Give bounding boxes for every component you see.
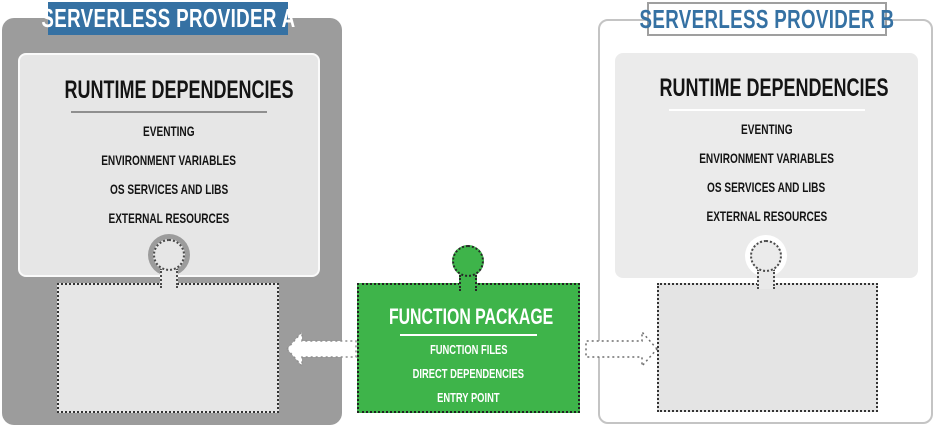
provider-a-title: SERVERLESS PROVIDER A: [40, 3, 296, 33]
runtime-dependency-item: OS SERVICES AND LIBS: [109, 181, 229, 197]
title-underline: [668, 109, 865, 111]
runtime-dependency-item: EXTERNAL RESOURCES: [706, 208, 827, 224]
puzzle-knob-neck-a: [160, 268, 178, 288]
puzzle-knob-neck-b: [757, 269, 775, 289]
runtime-dependency-item: ENVIRONMENT VARIABLES: [699, 150, 834, 166]
provider-b-title: SERVERLESS PROVIDER B: [639, 3, 895, 34]
package-item: ENTRY POINT: [437, 390, 500, 405]
package-item: DIRECT DEPENDENCIES: [412, 366, 525, 381]
function-package-piece: [357, 283, 580, 413]
puzzle-knob-icon-package: [452, 245, 484, 277]
provider-b-header: SERVERLESS PROVIDER B: [640, 2, 894, 36]
runtime-dependencies-title: RUNTIME DEPENDENCIES: [64, 76, 294, 104]
puzzle-knob-icon-a: [153, 239, 185, 271]
runtime-dependency-item: OS SERVICES AND LIBS: [707, 179, 826, 195]
runtime-dependencies-title: RUNTIME DEPENDENCIES: [659, 74, 889, 102]
provider-a-header: SERVERLESS PROVIDER A: [41, 2, 295, 35]
provider-a-runtime-panel: RUNTIME DEPENDENCIES EVENTING ENVIRONMEN…: [18, 53, 320, 277]
title-underline: [71, 111, 267, 113]
runtime-dependency-item: EVENTING: [143, 123, 195, 139]
runtime-dependency-item: EXTERNAL RESOURCES: [108, 210, 230, 226]
function-package-title: FUNCTION PACKAGE: [388, 304, 554, 329]
package-item: FUNCTION FILES: [429, 342, 508, 357]
puzzle-knob-icon-b: [750, 240, 782, 272]
runtime-dependency-item: ENVIRONMENT VARIABLES: [101, 152, 237, 168]
title-underline: [400, 334, 537, 336]
puzzle-knob-neck-package: [459, 275, 477, 291]
function-package-content: FUNCTION PACKAGE FUNCTION FILES DIRECT D…: [357, 283, 580, 413]
runtime-dependency-item: EVENTING: [740, 121, 793, 137]
function-package-slot-a: [57, 283, 279, 413]
function-package-slot-b: [657, 283, 878, 412]
